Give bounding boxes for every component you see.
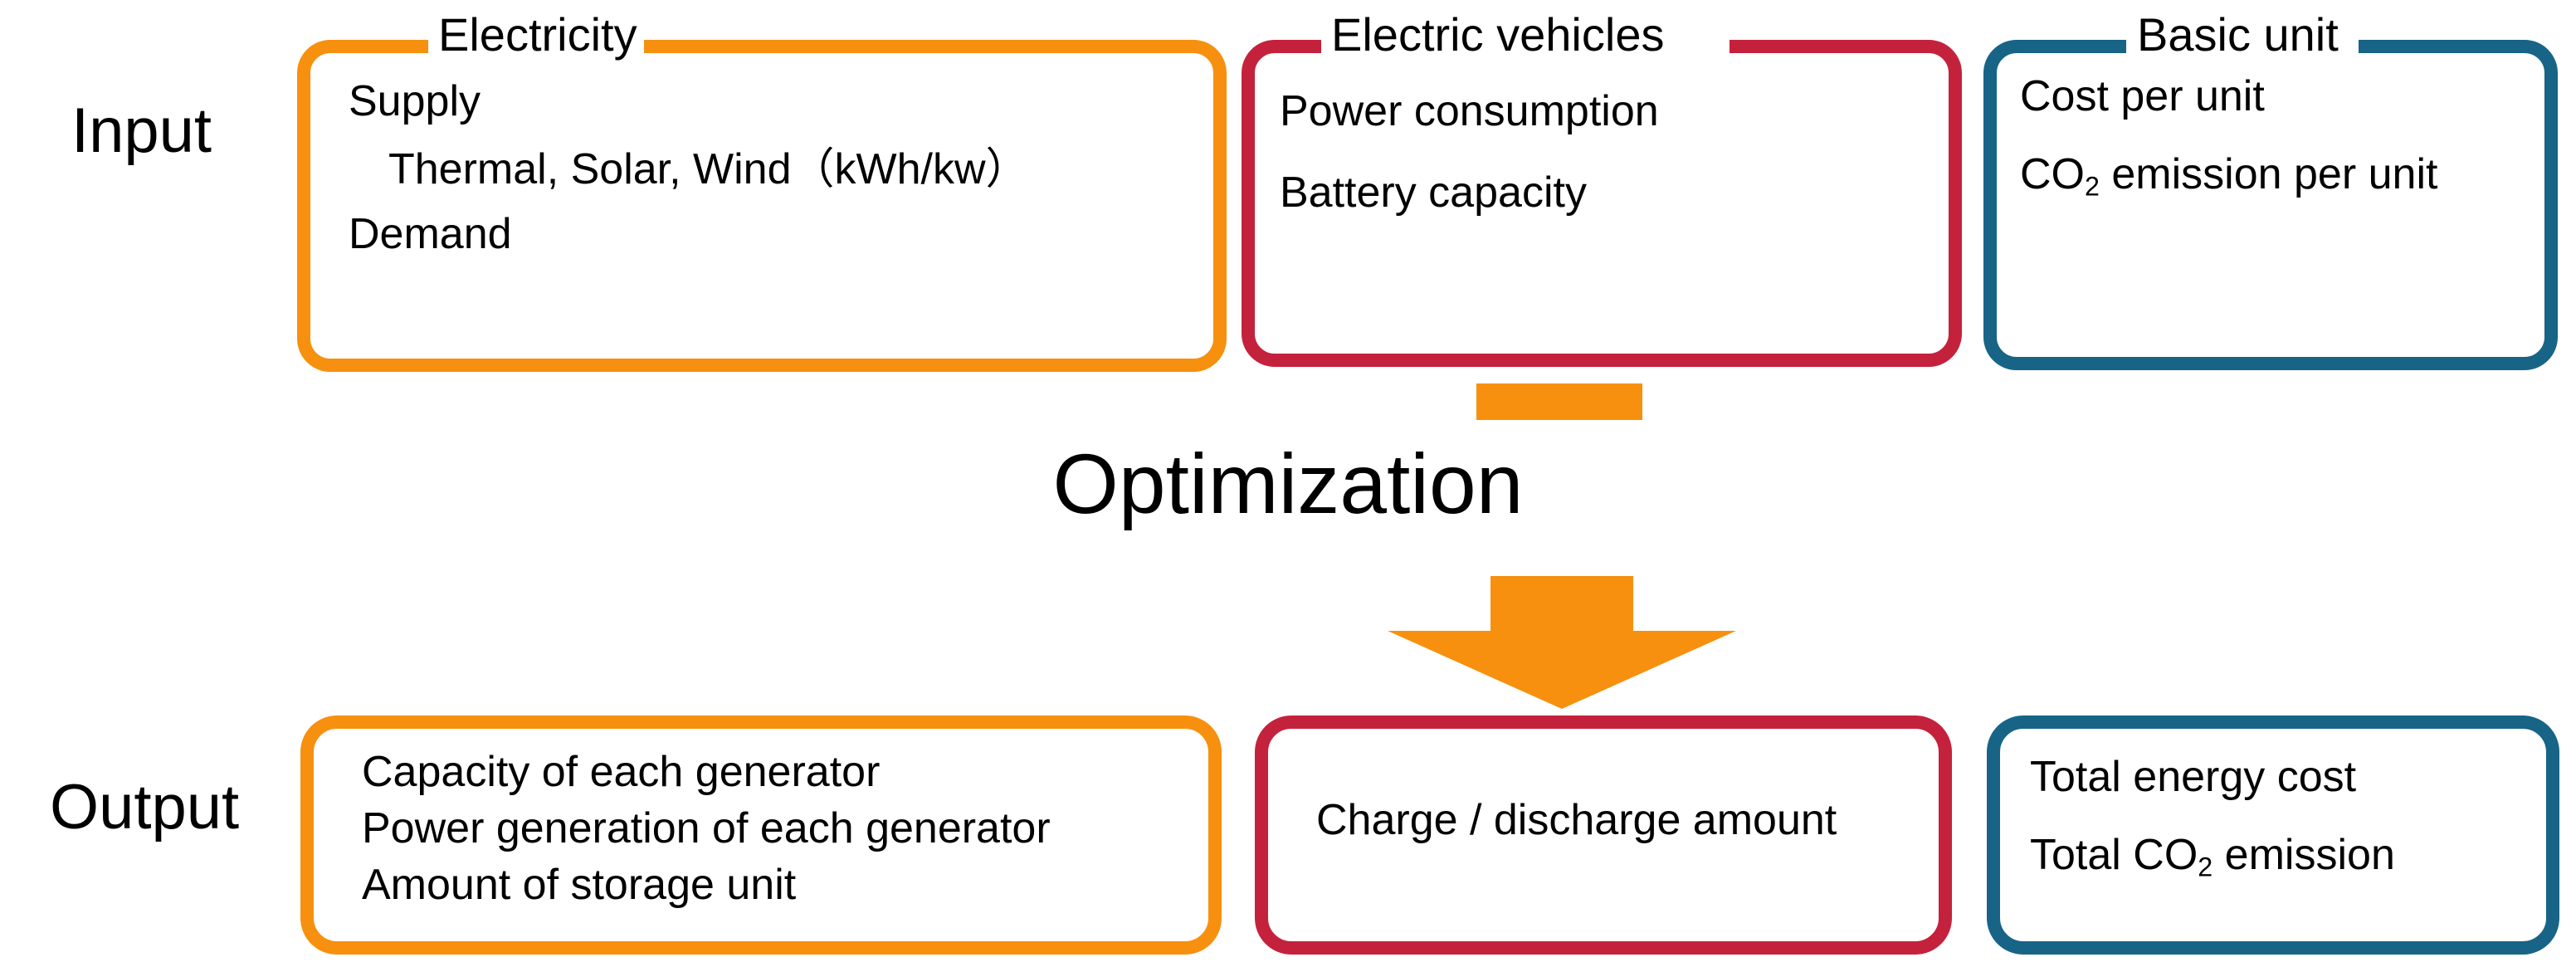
output-charge-box-border xyxy=(1255,715,1952,955)
output-line-storage-amount: Amount of storage unit xyxy=(362,861,797,909)
output-totals-box-border xyxy=(1987,715,2559,955)
input-box-basic-unit: Basic unit Cost per unit CO2 emission pe… xyxy=(1983,12,2558,370)
basic-unit-line-cost-per-unit: Cost per unit xyxy=(2020,72,2265,120)
output-line-power-generation: Power generation of each generator xyxy=(362,804,1051,852)
electric-vehicles-box-border xyxy=(1242,40,1962,367)
output-box-generation: Capacity of each generator Power generat… xyxy=(300,715,1222,955)
input-row-label: Input xyxy=(71,95,212,166)
output-generation-box-border xyxy=(300,715,1222,955)
output-line-total-co2-emission: Total CO2 emission xyxy=(2030,831,2395,882)
output-box-totals: Total energy cost Total CO2 emission xyxy=(1987,715,2559,955)
basic-unit-box-title: Basic unit xyxy=(2137,8,2339,61)
basic-unit-line-co2-per-unit: CO2 emission per unit xyxy=(2020,150,2438,202)
electricity-line-sources: Thermal, Solar, Wind（kWh/kw） xyxy=(388,145,1029,193)
electricity-line-supply: Supply xyxy=(349,77,481,125)
optimization-label: Optimization xyxy=(1052,437,1524,531)
output-totals-body: Total energy cost Total CO2 emission xyxy=(1987,755,2559,916)
input-box-electricity: Electricity Supply Thermal, Solar, Wind（… xyxy=(297,12,1227,372)
basic-unit-box-border xyxy=(1983,40,2558,370)
arrow-down-icon xyxy=(1388,576,1736,709)
input-box-electric-vehicles: Electric vehicles Power consumption Batt… xyxy=(1242,12,1962,367)
electricity-box-body: Supply Thermal, Solar, Wind（kWh/kw） Dema… xyxy=(297,80,1227,256)
electric-vehicles-box-title: Electric vehicles xyxy=(1331,8,1665,61)
output-box-charge: Charge / discharge amount xyxy=(1255,715,1952,955)
basic-unit-box-body: Cost per unit CO2 emission per unit xyxy=(1983,75,2558,235)
electricity-box-title: Electricity xyxy=(438,8,637,61)
output-line-capacity: Capacity of each generator xyxy=(362,748,881,796)
output-generation-body: Capacity of each generator Power generat… xyxy=(300,750,1222,920)
output-line-total-energy-cost: Total energy cost xyxy=(2030,753,2357,801)
output-row-label: Output xyxy=(50,772,240,842)
ev-line-power-consumption: Power consumption xyxy=(1280,87,1659,135)
electric-vehicles-box-body: Power consumption Battery capacity xyxy=(1242,90,1962,252)
output-line-charge-discharge: Charge / discharge amount xyxy=(1316,796,1837,844)
arrow-stem-icon xyxy=(1476,383,1642,420)
output-charge-body: Charge / discharge amount xyxy=(1255,799,1952,842)
ev-line-battery-capacity: Battery capacity xyxy=(1280,168,1587,217)
electricity-line-demand: Demand xyxy=(349,210,512,258)
electricity-box-border xyxy=(297,40,1227,372)
